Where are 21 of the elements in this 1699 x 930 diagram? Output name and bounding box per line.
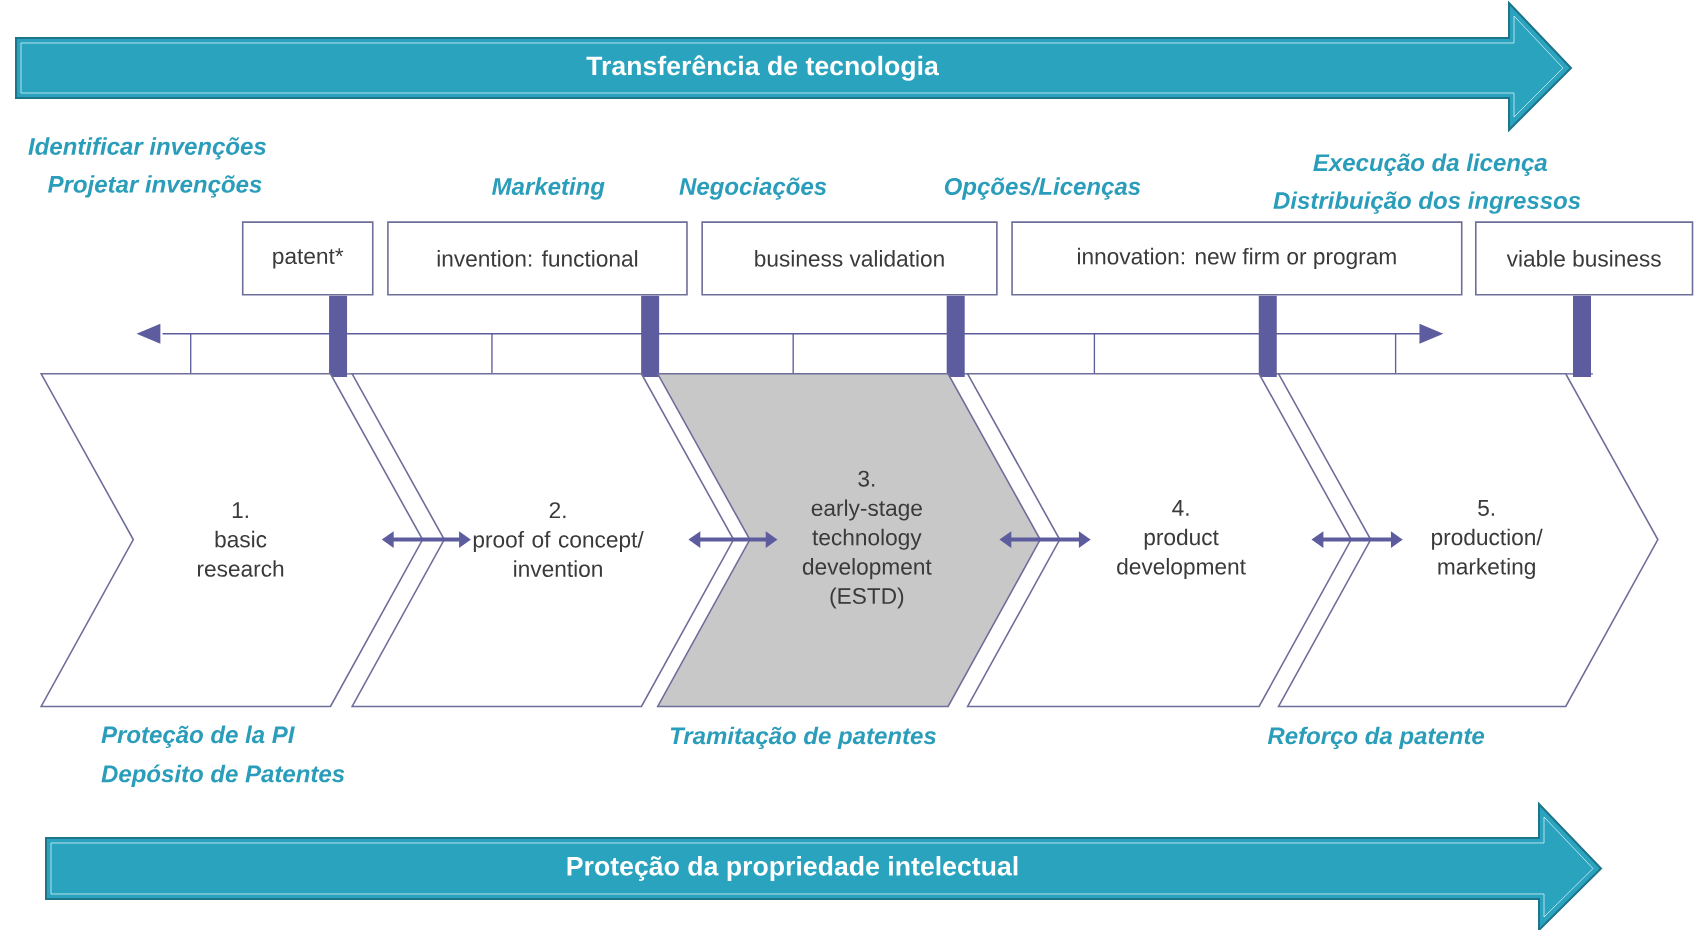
stage-activity-label: Negociações [679,177,827,200]
stage-activity-label: Distribuição dos ingressos [1273,191,1581,214]
stage-activity-label: Tramitação de patentes [670,726,936,750]
milestone-box: business validation [701,221,998,296]
stage-activity-label: Proteção de la PI [101,725,295,748]
stage-panel: 1. basic research [39,373,424,708]
stage-activity-label: Projetar invenções [48,175,262,198]
stage-panel: 4. product development [966,373,1353,708]
milestone-box: viable business [1475,221,1694,296]
stage-activity-label: Marketing [492,177,605,200]
stage-activity-label: Identificar invenções [28,137,266,160]
milestone-box: invention: functional [387,221,688,296]
milestone-box: patent* [241,221,374,296]
stage-activity-label: Depósito de Patentes [101,764,345,788]
stage-activity-label: Reforço da patente [1267,726,1485,750]
stage-panel: 3. early-stage technology development (ESTD) [656,373,1042,708]
stage-panel: 2. proof of concept/ invention [350,373,735,708]
stage-panel: 5. production/ marketing [1277,373,1659,708]
milestone-box: innovation: new firm or program [1011,221,1463,296]
stage-activity-label: Opções/Licenças [944,177,1141,200]
stage-activity-label: Execução da licença [1313,153,1547,176]
